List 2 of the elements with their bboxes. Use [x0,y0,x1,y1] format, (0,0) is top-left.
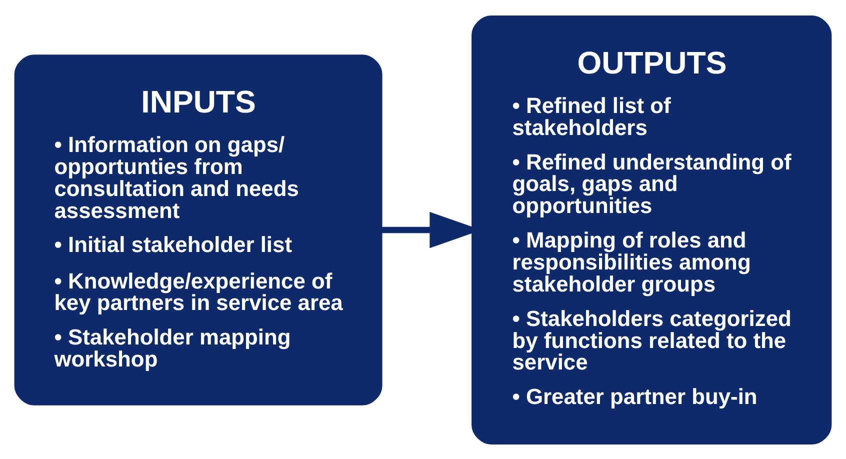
node-box: INPUTS • Information on gaps/ opportunties from consultation and needs assessment • Initial stakeholder list • Knowledge/experience of key partners in service area • Stakeholder mapping workshop [14,54,382,405]
node-box: OUTPUTS • Refined list of stakeholders • Refined understanding of goals, gaps and opportunities • Mapping of roles and responsibilities among stakeholder groups • Stakeholders categorized by functions related to the service • Greater partner buy-in [472,14,832,444]
